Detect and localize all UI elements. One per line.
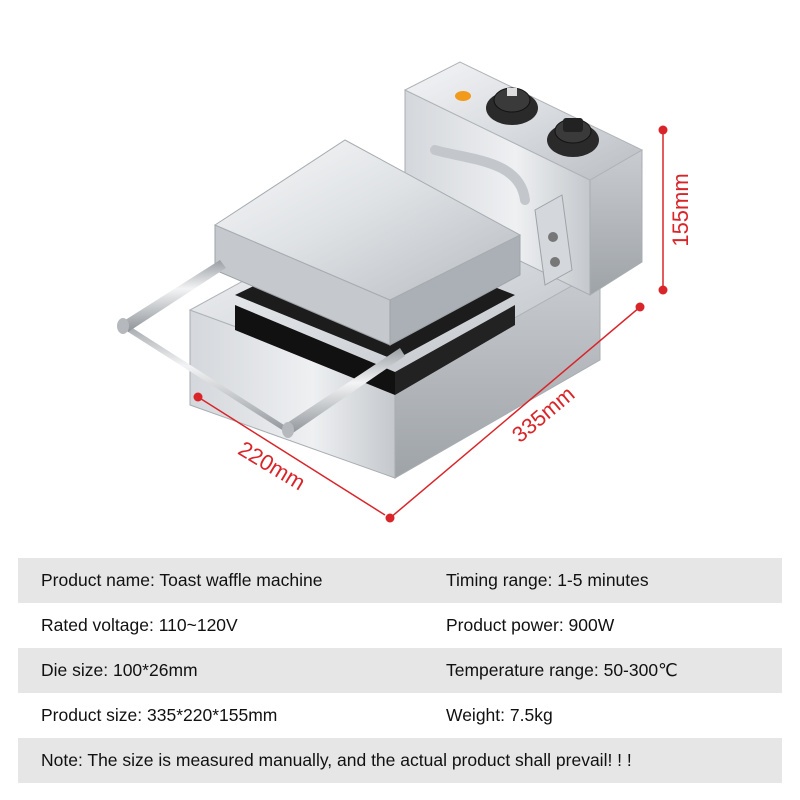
spec-die-size: Die size: 100*26mm xyxy=(41,660,198,680)
spec-product-size: Product size: 335*220*155mm xyxy=(41,705,278,725)
size-note: Note: The size is measured manually, and… xyxy=(41,750,632,770)
dimension-height-label: 155mm xyxy=(668,173,693,246)
spec-weight: Weight: 7.5kg xyxy=(446,705,553,725)
spec-product-name: Product name: Toast waffle machine xyxy=(41,570,323,590)
dimension-lines xyxy=(193,125,668,523)
spec-row: Product name: Toast waffle machine Timin… xyxy=(18,558,782,603)
dimension-width-label: 220mm xyxy=(234,436,310,495)
machine-lid xyxy=(213,139,522,346)
temperature-knob-icon xyxy=(547,118,599,157)
machine-handle xyxy=(117,260,405,438)
spec-row: Product size: 335*220*155mm Weight: 7.5k… xyxy=(18,693,782,738)
hinge-bracket xyxy=(534,194,573,286)
spec-product-power: Product power: 900W xyxy=(446,615,615,635)
spec-row: Die size: 100*26mm Temperature range: 50… xyxy=(18,648,782,693)
indicator-light-icon xyxy=(455,91,471,101)
hose xyxy=(430,145,530,205)
product-image: 155mm 335mm 220mm xyxy=(117,61,693,523)
timer-knob-icon xyxy=(486,87,538,125)
spec-row: Rated voltage: 110~120V Product power: 9… xyxy=(18,603,782,648)
note-row: Note: The size is measured manually, and… xyxy=(18,738,782,783)
spec-timing-range: Timing range: 1-5 minutes xyxy=(446,570,649,590)
spec-temperature-range: Temperature range: 50-300℃ xyxy=(446,660,678,680)
spec-table: Product name: Toast waffle machine Timin… xyxy=(18,558,782,783)
spec-rated-voltage: Rated voltage: 110~120V xyxy=(41,615,238,635)
